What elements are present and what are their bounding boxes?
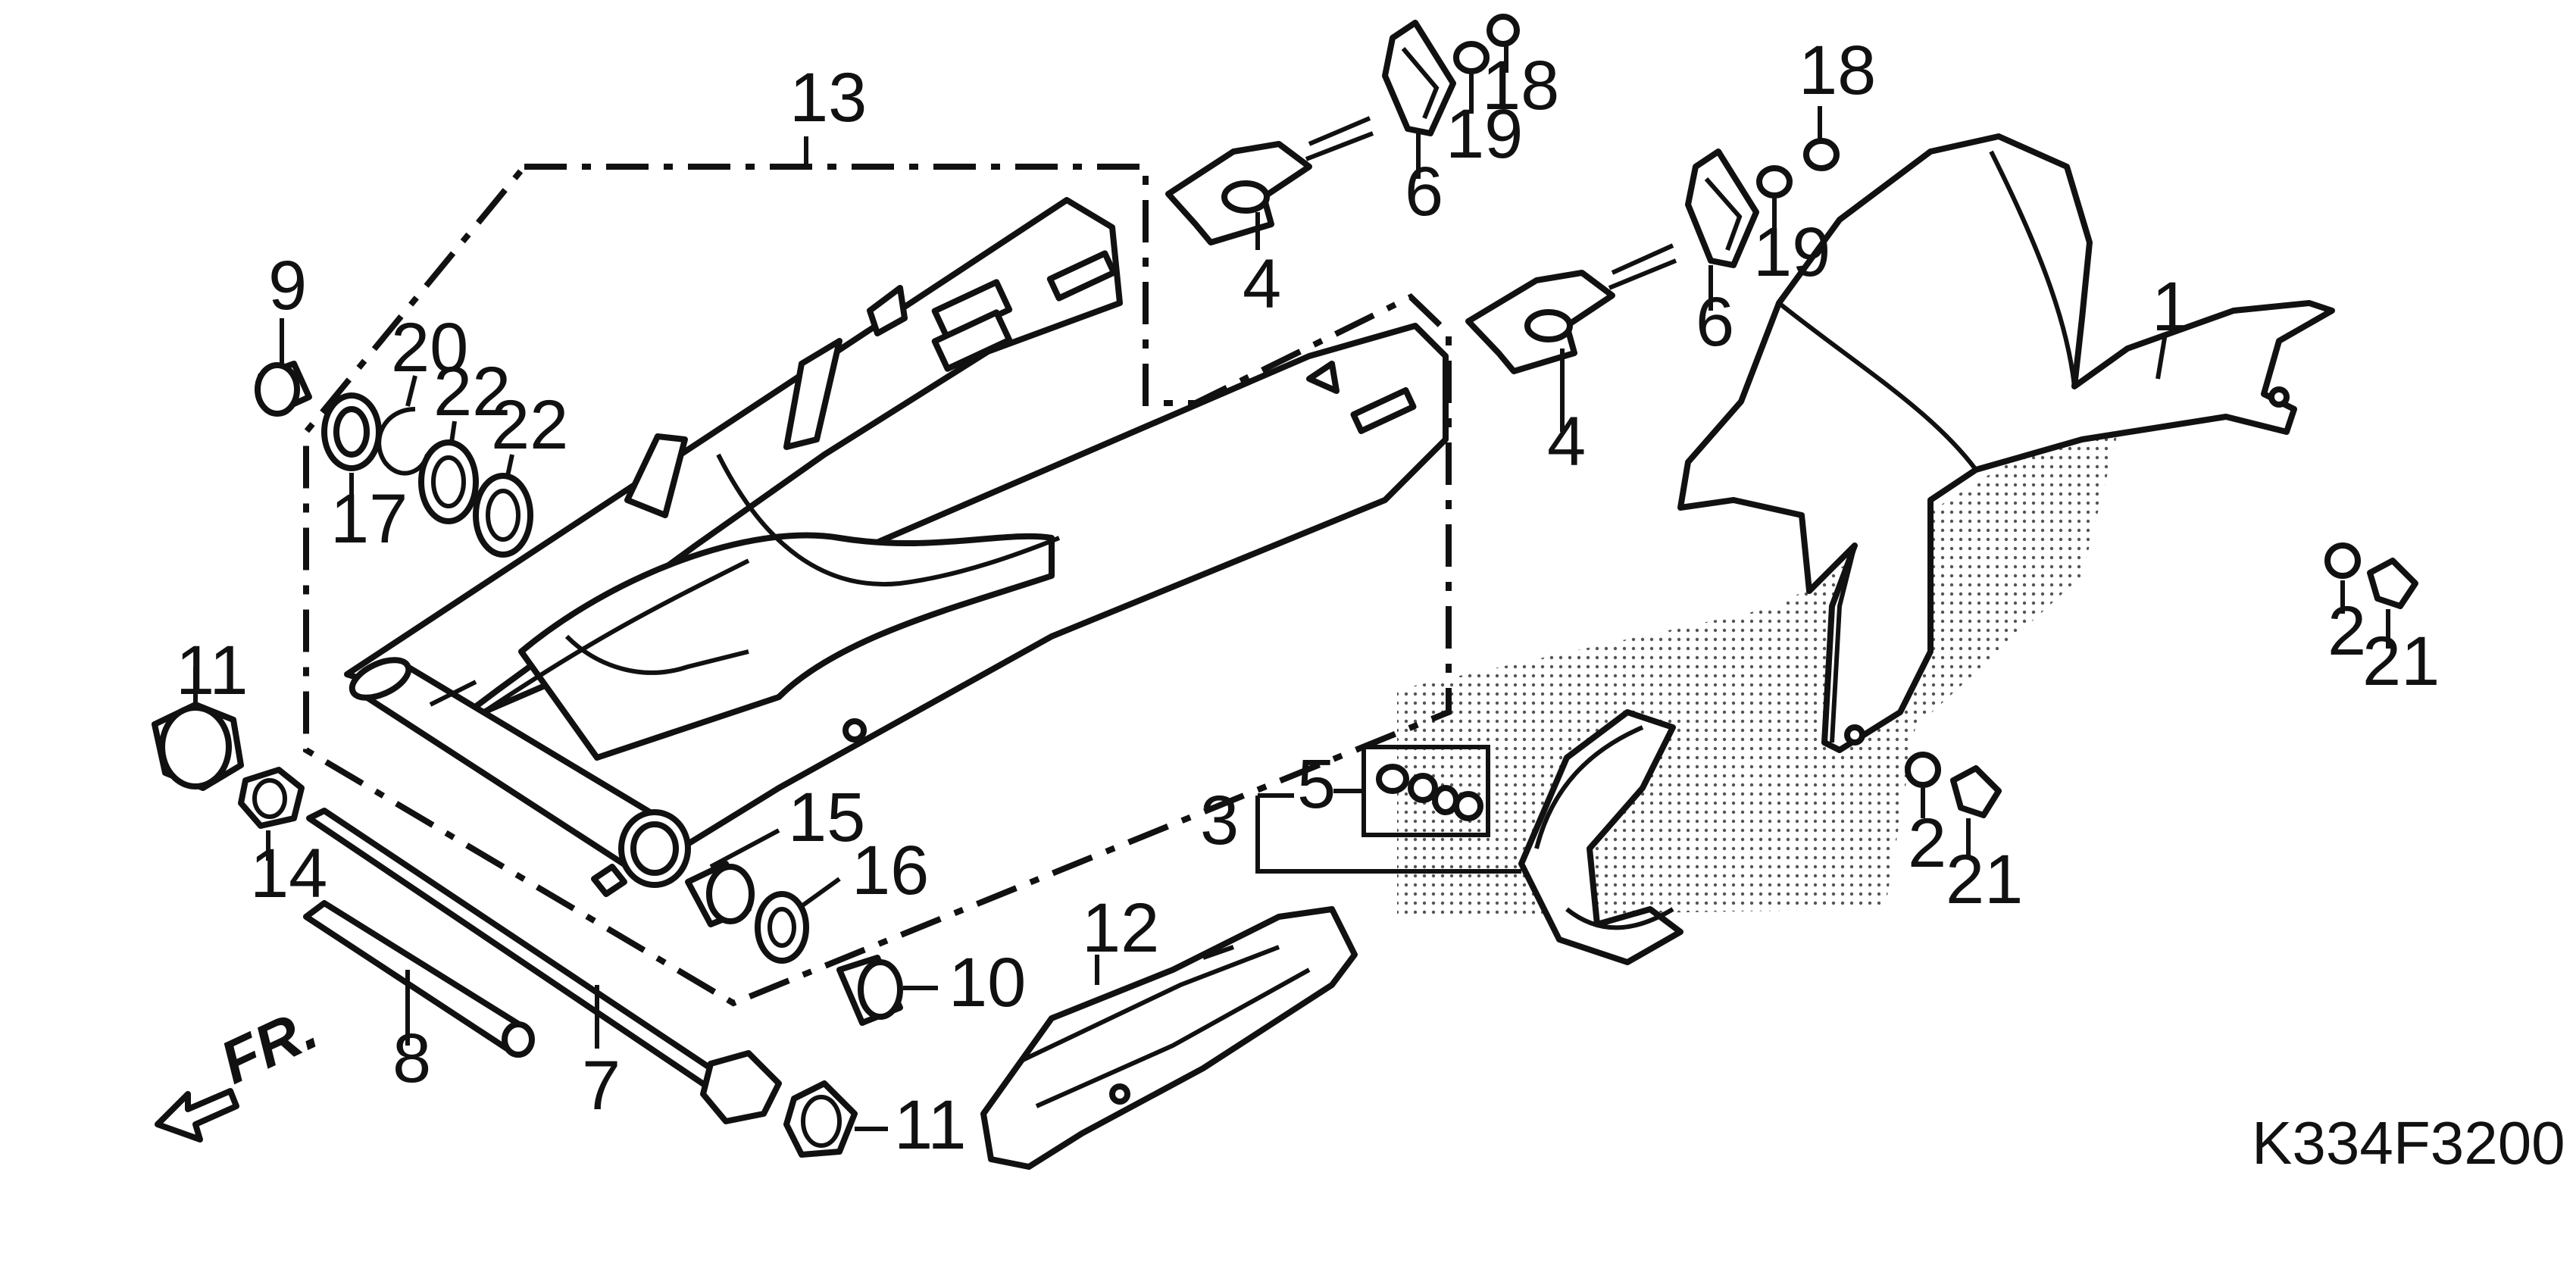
dust-seal-part-17 [321,392,382,471]
adjuster-plate-part-6-lower [1685,148,1759,268]
callout-2-upper: 2 [2327,592,2366,670]
callout-6-upper: 6 [1405,153,1443,230]
pivot-cap-part-11-right [783,1080,858,1158]
bearing-part-22-a [418,439,479,524]
chain-slider-part-12 [980,906,1358,1170]
callout-2-lower: 2 [1908,805,1946,882]
callout-14: 14 [250,835,327,912]
callout-9: 9 [268,247,307,324]
chain-adjuster-part-4-upper [1165,116,1374,245]
callout-6-lower: 6 [1696,283,1734,361]
callout-16: 16 [852,832,929,909]
nut-part-18-upper [1487,14,1520,47]
swingarm-assembly-boundary [303,164,1452,1007]
collar-part-2-lower [1905,752,1941,788]
bolt-part-21-upper [2367,558,2418,609]
callout-13: 13 [789,59,867,136]
collar-tube-part-8 [303,900,535,1058]
adjuster-plate-part-6-upper [1382,20,1456,136]
direction-label: FR. [211,994,327,1096]
washer-part-19-upper [1453,41,1490,74]
callout-22-a: 22 [433,353,511,430]
callout-10: 10 [949,944,1026,1021]
callout-19-upper: 19 [1446,95,1523,173]
pivot-bolt-part-7 [306,808,782,1124]
rear-fender-part-1 [1677,133,2335,753]
swingarm [344,197,1449,897]
callout-4-lower: 4 [1547,403,1586,480]
callout-18-upper: 18 [1482,47,1559,124]
callout-4-upper: 4 [1243,245,1281,323]
dust-seal-part-16 [755,891,809,964]
bolt-part-21-lower [1950,765,2002,818]
collar-part-9 [255,361,312,417]
callout-21-lower: 21 [1946,841,2023,918]
diagram-code: K334F3200 [2252,1109,2565,1177]
callouts: 1 2 21 2 21 3 5 4 4 6 6 19 18 19 18 13 9… [176,32,2440,1164]
callout-12: 12 [1082,889,1159,967]
callout-3: 3 [1200,782,1239,859]
callout-5: 5 [1297,746,1336,823]
callout-18-lower: 18 [1799,32,1876,109]
leader-lines [193,45,2390,1131]
needle-bearing-part-15 [685,861,755,927]
collar-part-10 [836,955,903,1026]
callout-1: 1 [2152,268,2190,345]
callout-7: 7 [582,1047,621,1124]
bearing-part-22-b [473,473,533,558]
circlip-part-20 [377,407,430,476]
callout-21-upper: 21 [2362,623,2440,700]
callout-20: 20 [391,309,468,386]
collar-part-2-upper [2324,542,2361,579]
callout-22-b: 22 [491,386,568,464]
callout-11-left: 11 [176,632,249,709]
nut-part-14 [238,767,305,829]
callout-15: 15 [788,779,865,856]
nut-part-18-lower [1803,138,1840,171]
callout-11-right: 11 [894,1086,967,1164]
callout-17: 17 [330,480,408,558]
callout-19-lower: 19 [1753,214,1830,291]
washer-part-19-lower [1756,165,1793,199]
chain-adjuster-part-4-lower [1465,243,1677,374]
drive-chain-part-3 [1518,709,1683,965]
front-direction-arrow-icon [155,1088,239,1143]
pivot-cap-part-11-left [152,702,244,791]
callout-8: 8 [392,1020,431,1097]
